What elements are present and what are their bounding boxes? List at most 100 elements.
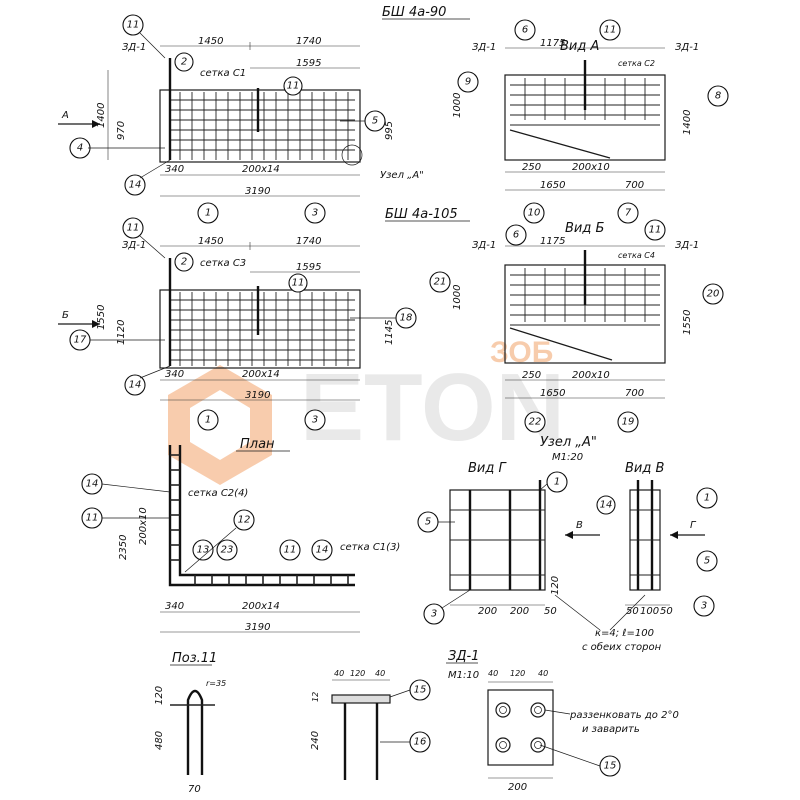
uzel-scale: М1:20: [552, 452, 583, 463]
label-setka-c3: сетка С3: [200, 258, 246, 269]
svg-text:23: 23: [221, 545, 234, 556]
mesh-grid-b: [509, 250, 660, 361]
callout-11-c: 11: [599, 19, 621, 41]
dim-200-g1: 200: [478, 606, 497, 617]
dim-200x10-plan: 200х10: [138, 507, 149, 545]
vid-v-title: Вид В: [625, 461, 664, 476]
dim-120-poz: 120: [154, 686, 165, 705]
arrow-label-v: В: [576, 520, 583, 531]
callout-12: 12: [233, 509, 255, 531]
callout-6-b: 6: [505, 224, 527, 246]
svg-text:1: 1: [704, 493, 710, 504]
callout-14-c: 14: [81, 473, 103, 495]
svg-text:11: 11: [127, 20, 140, 31]
svg-text:14: 14: [600, 500, 613, 511]
svg-text:11: 11: [292, 278, 305, 289]
svg-text:5: 5: [425, 517, 431, 528]
uzel-title: Узел „А": [540, 435, 597, 450]
dim-1120: 1120: [116, 320, 127, 345]
svg-text:1: 1: [554, 477, 560, 488]
dim-1400-a: 1400: [96, 103, 107, 128]
callout-4: 4: [69, 137, 91, 159]
label-setka-c4: сетка С4: [618, 251, 655, 260]
dim-2350: 2350: [118, 535, 129, 560]
callout-7: 7: [617, 202, 639, 224]
callout-11-e: 11: [288, 273, 308, 293]
svg-text:19: 19: [622, 417, 635, 428]
callout-17: 17: [69, 329, 91, 351]
dim-200-zd: 200: [508, 782, 527, 793]
svg-text:11: 11: [287, 81, 300, 92]
view-poz-11: Поз.11 r=35 120 480 70: [154, 651, 226, 795]
svg-text:18: 18: [400, 313, 413, 324]
callout-21: 21: [429, 271, 451, 293]
label-zd1-e: ЗД-1: [472, 240, 496, 251]
callout-11-d: 11: [122, 217, 144, 239]
dim-995: 995: [384, 121, 395, 140]
callout-10: 10: [523, 202, 545, 224]
dim-1450: 1450: [198, 36, 223, 47]
dim-240: 240: [310, 731, 321, 750]
svg-text:20: 20: [707, 289, 720, 300]
callout-3-d: 3: [693, 595, 715, 617]
svg-text:3: 3: [431, 609, 437, 620]
callout-19: 19: [617, 411, 639, 433]
svg-text:11: 11: [604, 25, 617, 36]
plan-title: План: [240, 437, 275, 452]
dim-340-a: 340: [165, 164, 184, 175]
callout-18: 18: [395, 307, 417, 329]
callout-5-c: 5: [696, 550, 718, 572]
dim-200x14-c: 200х14: [242, 601, 280, 612]
callout-3-b: 3: [304, 409, 326, 431]
svg-text:16: 16: [414, 737, 427, 748]
dim-200-g2: 200: [510, 606, 529, 617]
callout-3-a: 3: [304, 202, 326, 224]
uzel-a-ref: Узел „А": [380, 170, 424, 181]
view-vid-a: Вид А 1175 сетка С2 ЗД-1 ЗД-1 250 200х10…: [452, 38, 699, 191]
callout-20: 20: [702, 283, 724, 305]
svg-text:1: 1: [205, 415, 211, 426]
dim-120-a: 120: [350, 669, 365, 678]
dim-1595-b: 1595: [296, 262, 321, 273]
label-zd1-d: ЗД-1: [122, 240, 146, 251]
callout-1-a: 1: [197, 202, 219, 224]
callout-11-g: 11: [81, 507, 103, 529]
dim-1550-b: 1550: [682, 310, 693, 335]
arrow-label-b: Б: [62, 310, 69, 321]
vid-a-title: Вид А: [560, 39, 599, 54]
callout-5-a: 5: [364, 110, 386, 132]
dim-1400-b: 1400: [682, 110, 693, 135]
dim-480: 480: [154, 731, 165, 750]
callout-23: 23: [216, 539, 238, 561]
arrow-label-g: Г: [690, 520, 697, 531]
zd-note-1: раззенковать до 2°0: [569, 710, 679, 721]
label-zd1-f: ЗД-1: [675, 240, 699, 251]
watermark: ETON ЗОБ: [168, 336, 565, 485]
svg-text:2: 2: [181, 57, 187, 68]
callout-1-d: 1: [696, 487, 718, 509]
callout-9: 9: [457, 71, 479, 93]
callout-3-c: 3: [423, 603, 445, 625]
dim-1595: 1595: [296, 58, 321, 69]
callouts: 11 2 11 5 4 14 1 3 6 11 9 8 10 7 11 2 11…: [69, 14, 729, 777]
zd1-scale: М1:10: [448, 670, 479, 681]
svg-text:14: 14: [129, 180, 142, 191]
callout-14-a: 14: [124, 174, 146, 196]
dim-120-g: 120: [550, 576, 561, 595]
svg-text:17: 17: [74, 335, 87, 346]
dim-70: 70: [188, 784, 201, 795]
svg-text:12: 12: [238, 515, 251, 526]
svg-text:6: 6: [513, 230, 519, 241]
label-setka-plan-c1: сетка С1(3): [340, 542, 400, 553]
svg-text:22: 22: [529, 417, 542, 428]
mesh-grid-1: [168, 58, 355, 160]
dim-250-b: 250: [522, 370, 541, 381]
svg-text:11: 11: [86, 513, 99, 524]
dim-50-v2: 50: [660, 606, 673, 617]
zd-note-2: и заварить: [582, 724, 640, 735]
dim-100-v: 100: [640, 606, 659, 617]
callout-14-b: 14: [124, 374, 146, 396]
svg-text:21: 21: [434, 277, 447, 288]
watermark-sup: ЗОБ: [490, 336, 553, 369]
